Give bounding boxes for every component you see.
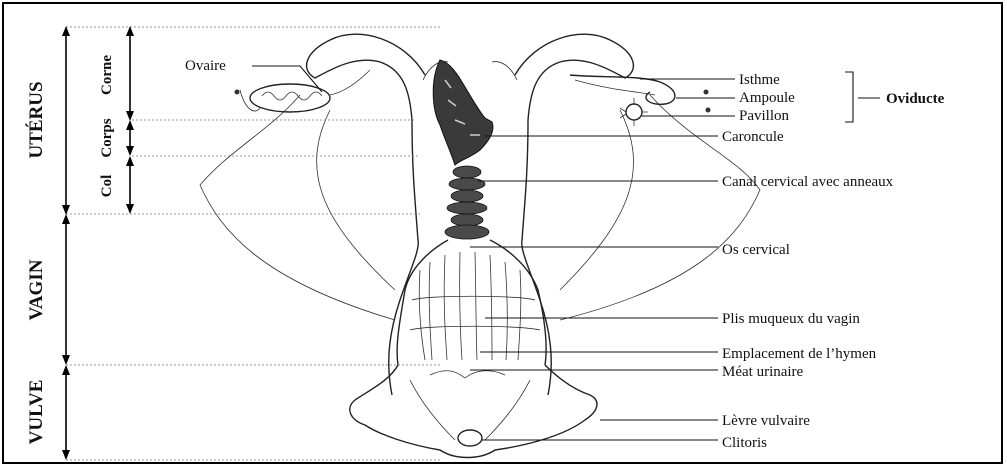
- right-oviduct: [570, 75, 711, 126]
- uterus-outline-right: [522, 120, 552, 395]
- isthme-label: Isthme: [739, 72, 780, 88]
- broad-ligament-left: [200, 95, 395, 320]
- vulva-outline: [350, 365, 597, 458]
- vulva-inner: [410, 380, 530, 440]
- left-ovary-marker: [235, 90, 240, 95]
- ovaire-label: Ovaire: [185, 58, 226, 74]
- uterus-label: UTÉRUS: [25, 81, 47, 158]
- left-uterine-horn: [307, 34, 425, 120]
- uterus-outline-left: [389, 120, 419, 395]
- meat-label: Méat urinaire: [722, 364, 804, 380]
- canal-label: Canal cervical avec anneaux: [722, 174, 894, 190]
- ampoule-label: Ampoule: [739, 90, 795, 106]
- horn-inner-right: [492, 62, 517, 80]
- clitoris-label: Clitoris: [722, 435, 767, 451]
- left-measure-arrows: [62, 26, 134, 460]
- oviducte-label: Oviducte: [886, 91, 945, 107]
- pavillon-label: Pavillon: [739, 108, 790, 124]
- col-label: Col: [99, 175, 115, 198]
- caruncle-cavity: [433, 60, 493, 165]
- vulve-label: VULVE: [26, 380, 47, 445]
- clitoris-shape: [458, 430, 482, 446]
- vaginal-folds: [410, 252, 540, 360]
- left-ovary: [240, 70, 370, 112]
- os-cervical-label: Os cervical: [722, 242, 790, 258]
- vagin-label: VAGIN: [26, 259, 47, 320]
- cervical-rings: [445, 166, 489, 239]
- corne-label: Corne: [99, 55, 115, 95]
- levre-label: Lèvre vulvaire: [722, 413, 810, 429]
- caroncule-label: Caroncule: [722, 129, 784, 145]
- oviducte-bracket: [845, 72, 853, 122]
- hymen-label: Emplacement de l’hymen: [722, 346, 877, 362]
- plis-label: Plis muqueux du vagin: [722, 311, 860, 327]
- urinary-meatus-shape: [430, 371, 505, 378]
- corps-label: Corps: [99, 118, 115, 157]
